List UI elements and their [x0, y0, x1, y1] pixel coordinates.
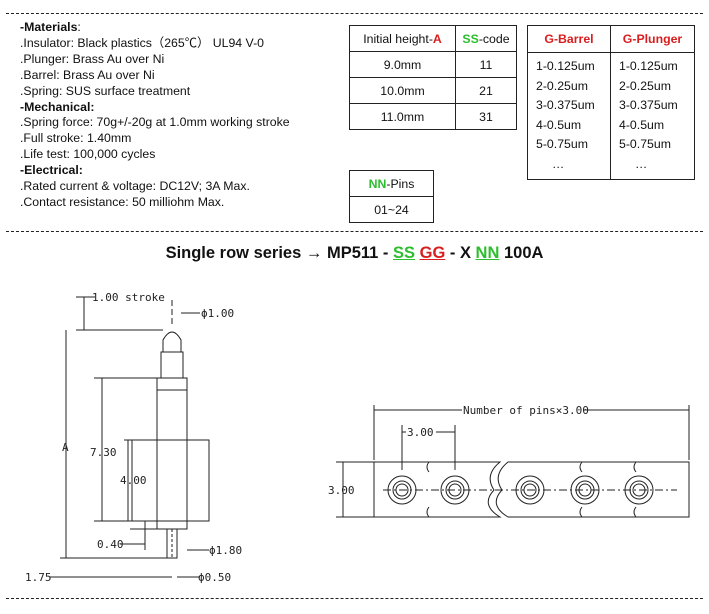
electrical-line: .Rated current & voltage: DC12V; 3A Max.: [20, 179, 250, 194]
bottom-divider: [6, 598, 703, 599]
mechanical-line: .Spring force: 70g+/-20g at 1.0mm workin…: [20, 115, 290, 130]
pin-row-top-view-drawing: Number of pins×3.00 3.00 3.00: [328, 404, 690, 518]
gap-dimension-label: 0.40: [97, 538, 124, 551]
materials-line: .Plunger: Brass Au over Ni: [20, 51, 165, 66]
total-width-label: Number of pins×3.00: [463, 404, 589, 417]
tail-length-label: 1.75: [25, 571, 52, 584]
electrical-heading: -Electrical:: [20, 163, 83, 178]
height-cell: 11.0mm: [349, 103, 456, 130]
electrical-line: .Contact resistance: 50 milliohm Max.: [20, 194, 225, 209]
materials-line: .Spring: SUS surface treatment: [20, 83, 191, 98]
insulator-height-label: 4.00: [120, 474, 147, 487]
series-part-number: Single row series → MP511 - SS GG - X NN…: [165, 244, 544, 262]
height-cell: 9.0mm: [349, 51, 456, 78]
specifications-text: -Materials: .Insulator: Black plastics（2…: [20, 20, 290, 211]
diameter-label: ϕ1.00: [201, 307, 234, 320]
top-divider: [6, 13, 703, 14]
height-dimension-label: 7.30: [90, 446, 117, 459]
barrel-diameter-label: ϕ1.80: [209, 544, 242, 557]
pitch-label: 3.00: [407, 426, 434, 439]
stroke-label: 1.00 stroke: [92, 291, 165, 304]
height-cell: 10.0mm: [349, 77, 456, 104]
code-cell: 31: [455, 103, 517, 130]
code-cell: 21: [455, 77, 517, 104]
materials-line: .Insulator: Black plastics（265℃） UL94 V-…: [20, 35, 264, 50]
a-dimension-label: A: [62, 441, 69, 454]
initial-height-header: Initial height-A: [349, 25, 456, 52]
g-plunger-header: G-Plunger: [610, 25, 695, 53]
mechanical-line: .Life test: 100,000 cycles: [20, 147, 156, 162]
pin-side-view-drawing: 1.00 stroke ϕ1.00 A 7.30 4.00 0.40 ϕ1.80…: [25, 291, 242, 584]
row-height-label: 3.00: [328, 484, 355, 497]
tail-diameter-label: ϕ0.50: [198, 571, 231, 584]
pins-range: 01~24: [349, 196, 434, 223]
materials-heading: -Materials:: [20, 20, 81, 34]
ss-code-header: SS-code: [455, 25, 517, 52]
materials-line: .Barrel: Brass Au over Ni: [20, 67, 155, 82]
mechanical-line: .Full stroke: 1.40mm: [20, 131, 132, 146]
code-cell: 11: [455, 51, 517, 78]
middle-divider: [6, 231, 703, 232]
pins-table: NN-Pins 01~24: [349, 170, 434, 223]
nn-pins-header: NN-Pins: [349, 170, 434, 197]
mechanical-heading: -Mechanical:: [20, 99, 95, 114]
g-barrel-header: G-Barrel: [527, 25, 611, 53]
